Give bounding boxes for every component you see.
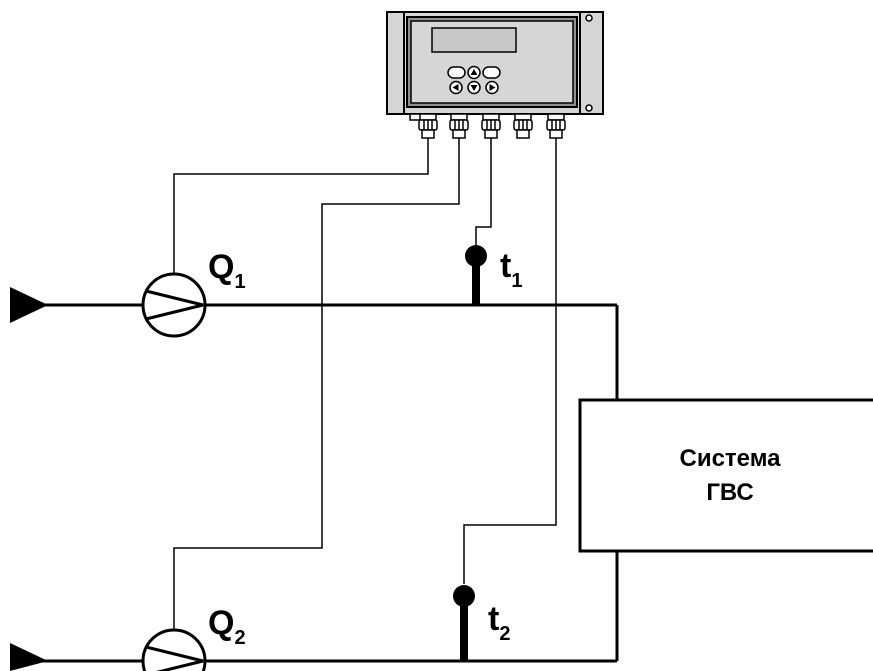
temp-sensor-1-label: t1 bbox=[500, 247, 523, 292]
system-box-line1: Система bbox=[679, 445, 781, 472]
supply-inlet-arrow bbox=[10, 287, 48, 323]
system-box-line2: ГВС bbox=[706, 479, 754, 506]
return-pipe bbox=[40, 551, 619, 663]
flow-sensor-2-label: Q2 bbox=[208, 604, 246, 649]
flow-sensor-1-icon bbox=[141, 272, 207, 338]
return-inlet-arrow bbox=[10, 643, 48, 671]
wire-temp-sensor-1 bbox=[475, 138, 492, 245]
supply-pipe bbox=[40, 303, 619, 400]
flow-sensor-2-icon bbox=[141, 628, 207, 671]
temp-sensor-1-icon bbox=[465, 245, 487, 305]
flow-sensor-1-label: Q1 bbox=[208, 248, 246, 293]
wire-flow-sensor-2 bbox=[173, 138, 460, 634]
system-box-label: Система ГВС bbox=[640, 442, 820, 510]
controller-display bbox=[431, 27, 517, 53]
system-box bbox=[578, 398, 873, 553]
temp-sensor-2-icon bbox=[453, 585, 475, 661]
temp-sensor-2-label: t2 bbox=[488, 600, 511, 645]
controller-keypad bbox=[447, 65, 501, 95]
wire-flow-sensor-1 bbox=[173, 138, 429, 278]
heat-meter-controller bbox=[386, 11, 604, 139]
wire-temp-sensor-2 bbox=[463, 138, 557, 584]
cable-glands bbox=[418, 113, 566, 139]
